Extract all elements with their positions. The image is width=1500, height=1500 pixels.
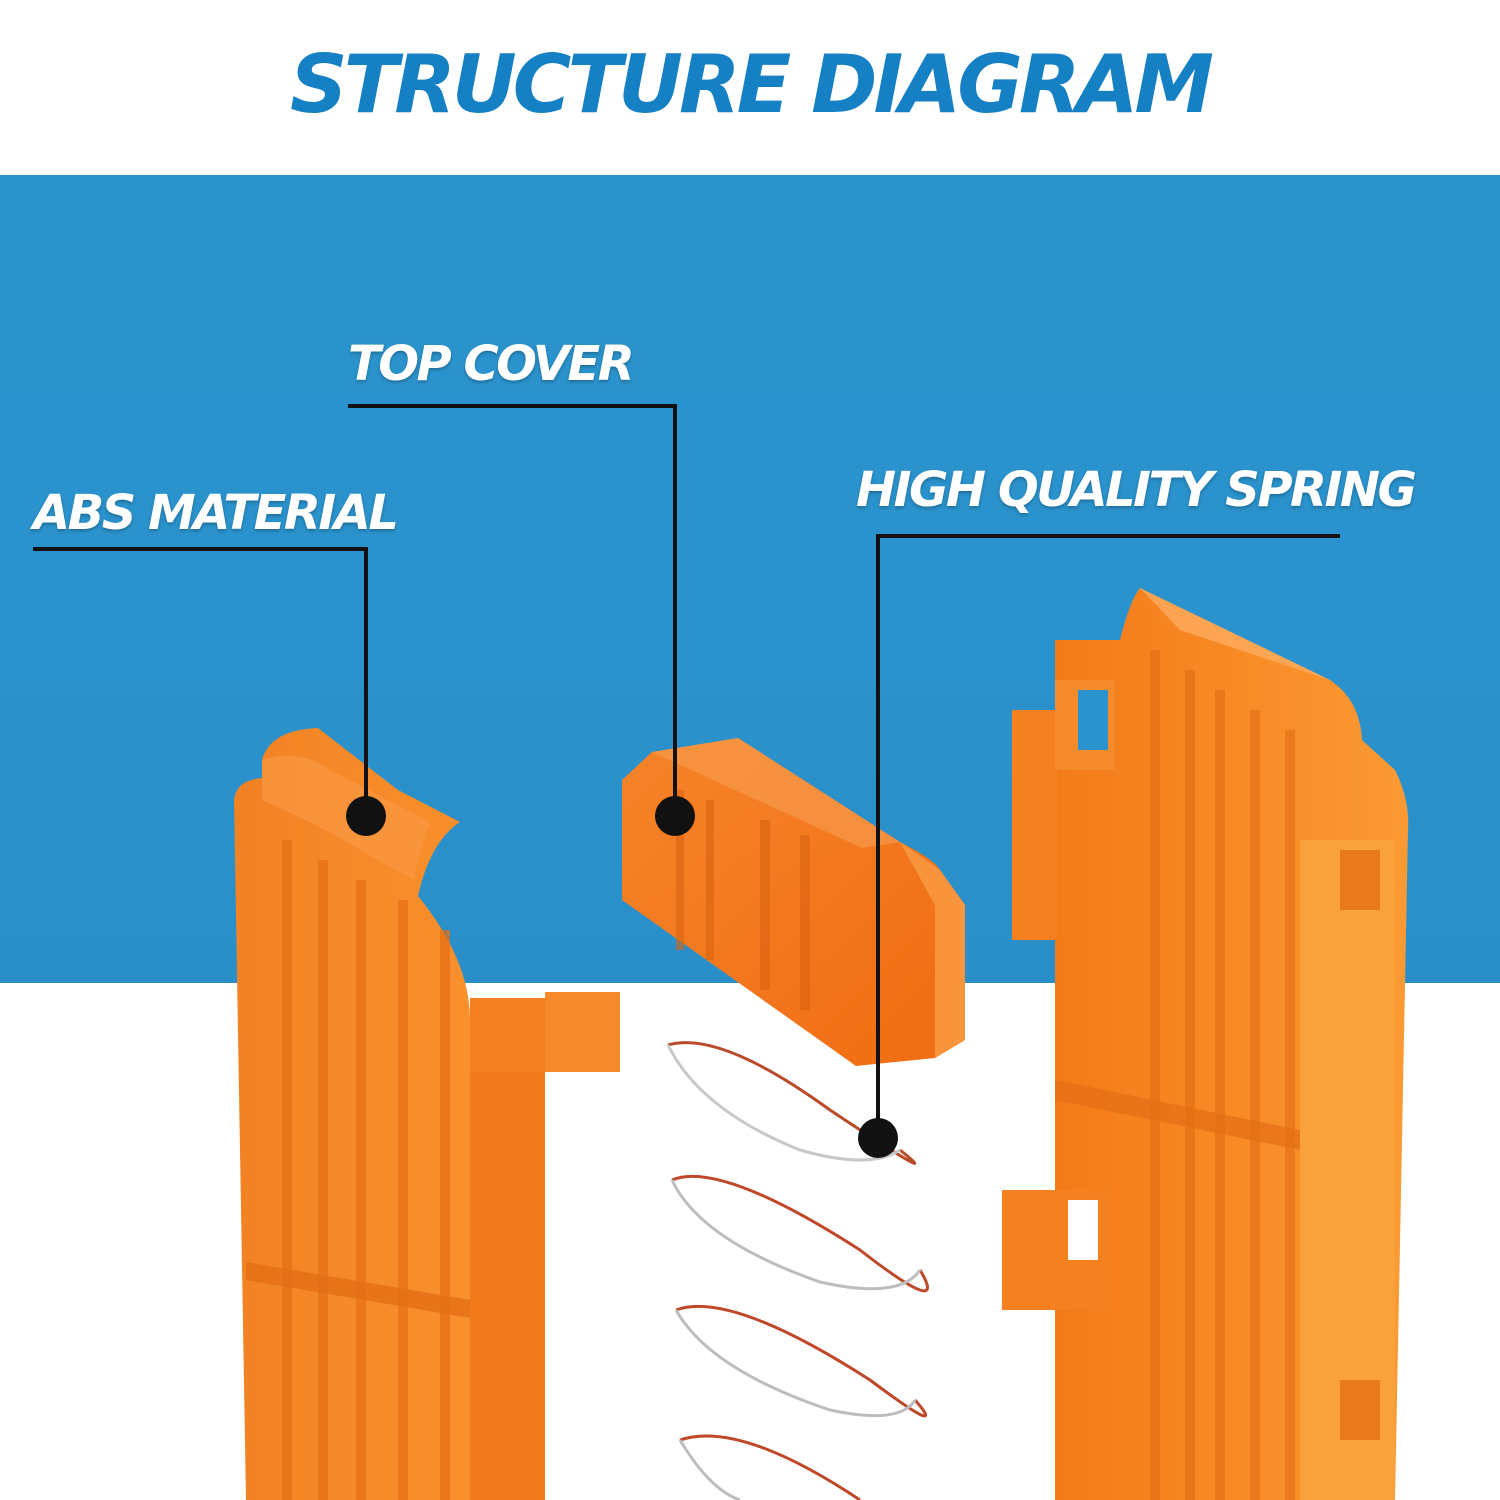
callout-line-spring — [876, 534, 1340, 1138]
page-title: STRUCTURE DIAGRAM — [290, 38, 1214, 131]
label-top-cover: TOP COVER — [348, 336, 635, 392]
label-high-quality-spring: HIGH QUALITY SPRING — [856, 462, 1417, 518]
spring-part — [666, 1041, 929, 1500]
callout-dot-abs — [346, 796, 386, 836]
right-shell-part — [1002, 588, 1409, 1500]
label-abs-material: ABS MATERIAL — [33, 485, 399, 541]
callout-line-top-cover — [348, 404, 677, 815]
callout-line-abs — [33, 547, 368, 815]
left-shell-part — [234, 728, 620, 1500]
callout-dot-top-cover — [655, 796, 695, 836]
callout-lines — [33, 404, 1340, 1138]
callout-dot-spring — [858, 1118, 898, 1158]
